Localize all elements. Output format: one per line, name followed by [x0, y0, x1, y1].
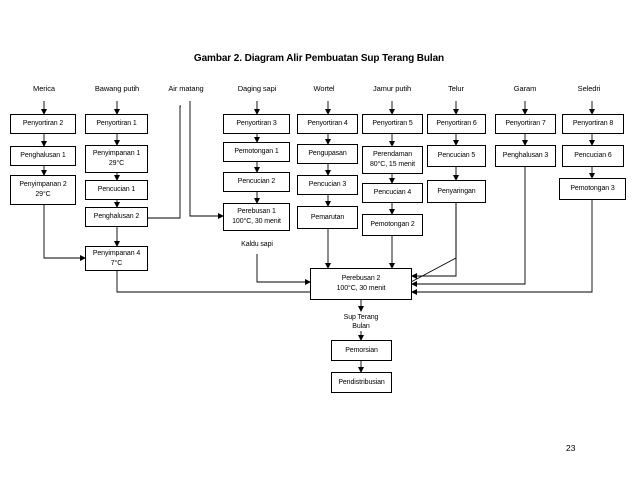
step-perebusan-2-line2: 100°C, 30 menit — [336, 285, 386, 292]
step-pencucian-6: Pencucian 6 — [562, 145, 624, 167]
step-perendaman-line2: 80°C, 15 menit — [370, 161, 415, 168]
step-pencucian-4: Pencucian 4 — [362, 183, 423, 203]
step-penghalusan-1: Penghalusan 1 — [10, 146, 76, 166]
step-pencucian-3: Pencucian 3 — [297, 175, 358, 195]
step-pemotongan-2: Pemotongan 2 — [362, 214, 423, 236]
step-penyortiran-5-label: Penyortiran 5 — [372, 120, 413, 127]
step-penghalusan-3: Penghalusan 3 — [495, 145, 556, 167]
step-perendaman-line1: Perendaman — [372, 151, 413, 158]
step-penyortiran-6: Penyortiran 6 — [427, 114, 486, 134]
step-penghalusan-2-label: Penghalusan 2 — [93, 213, 140, 220]
step-pencucian-5: Pencucian 5 — [427, 145, 486, 167]
step-pencucian-6-label: Pencucian 6 — [574, 152, 612, 159]
ingredient-seledri: Seledri — [577, 84, 601, 93]
step-penyimpanan-4-line2: 7°C — [110, 259, 123, 267]
step-pemotongan-3: Pemotongan 3 — [559, 178, 626, 200]
step-penyimpanan-1: Penyimpanan 1 29°C — [85, 145, 148, 173]
page-number: 23 — [566, 443, 576, 453]
step-pemorsian-label: Pemorsian — [345, 346, 378, 354]
step-penyortiran-8: Penyortiran 8 — [562, 114, 624, 134]
ingredient-daging-sapi: Daging sapi — [237, 84, 277, 93]
step-pencucian-2-label: Pencucian 2 — [237, 178, 276, 185]
step-penyortiran-2: Penyortiran 2 — [10, 114, 76, 134]
kaldu-sapi-label: Kaldu sapi — [241, 241, 273, 248]
step-pemarutan-label: Pemarutan — [310, 213, 345, 221]
step-penyimpanan-1-line2: 29°C — [108, 160, 125, 167]
step-penyortiran-3-label: Penyortiran 3 — [236, 120, 277, 127]
step-penghalusan-2: Penghalusan 2 — [85, 207, 148, 227]
step-penyortiran-4: Penyortiran 4 — [297, 114, 358, 134]
step-pencucian-4-label: Pencucian 4 — [373, 189, 412, 196]
step-pencucian-2: Pencucian 2 — [223, 172, 290, 192]
step-pemarutan: Pemarutan — [297, 206, 358, 229]
ingredient-merica: Merica — [33, 84, 55, 93]
ingredient-garam: Garam — [513, 84, 537, 93]
step-pencucian-1: Pencucian 1 — [85, 180, 148, 200]
ingredient-wortel: Wortel — [313, 84, 335, 93]
step-penyortiran-5: Penyortiran 5 — [362, 114, 423, 134]
step-penyortiran-7-label: Penyortiran 7 — [505, 120, 546, 127]
step-pemotongan-3-label: Pemotongan 3 — [570, 185, 615, 192]
ingredient-telur: Telur — [448, 84, 464, 93]
ingredient-bawang-putih: Bawang putih — [94, 84, 140, 93]
step-pengupasan-label: Pengupasan — [308, 150, 347, 157]
step-perebusan-2-line1: Perebusan 2 — [341, 275, 381, 282]
step-pencucian-5-label: Pencucian 5 — [437, 152, 476, 159]
step-perebusan-1-line1: Perebusan 1 — [237, 208, 276, 215]
step-penyimpanan-1-line1: Penyimpanan 1 — [92, 150, 141, 157]
step-perebusan-1-line2: 100°C, 30 menit — [232, 218, 281, 225]
step-pengupasan: Pengupasan — [297, 144, 358, 164]
step-penyimpanan-2-line1: Penyimpanan 2 — [19, 181, 67, 188]
step-pendistribusian: Pendistribusian — [331, 372, 392, 393]
step-pendistribusian-label: Pendistribusian — [338, 378, 385, 386]
step-pemorsian: Pemorsian — [331, 340, 392, 361]
step-perebusan-1: Perebusan 1 100°C, 30 menit — [223, 203, 290, 231]
sup-terang-bulan-line2: Bulan — [352, 323, 370, 330]
ingredient-jamur-putih: Jamur putih — [372, 84, 412, 93]
step-penyortiran-2-label: Penyortiran 2 — [22, 120, 64, 127]
step-pencucian-1-label: Pencucian 1 — [97, 186, 136, 193]
step-penyaringan-label: Penyaringan — [437, 187, 476, 195]
step-pencucian-3-label: Pencucian 3 — [308, 181, 347, 188]
step-penyimpanan-4-line1: Penyimpanan 4 — [92, 249, 141, 257]
step-penghalusan-1-label: Penghalusan 1 — [20, 152, 66, 159]
step-pemotongan-1-label: Pemotongan 1 — [234, 148, 279, 155]
step-penyimpanan-4: Penyimpanan 4 7°C — [85, 246, 148, 271]
step-penyortiran-1: Penyortiran 1 — [85, 114, 148, 134]
step-perebusan-2: Perebusan 2 100°C, 30 menit — [310, 268, 412, 300]
step-penyortiran-3: Penyortiran 3 — [223, 114, 290, 134]
diagram-title: Gambar 2. Diagram Alir Pembuatan Sup Ter… — [193, 53, 445, 64]
step-penyortiran-7: Penyortiran 7 — [495, 114, 556, 134]
step-penyortiran-4-label: Penyortiran 4 — [307, 120, 348, 127]
step-penyortiran-6-label: Penyortiran 6 — [436, 120, 477, 127]
step-penyortiran-1-label: Penyortiran 1 — [96, 120, 137, 127]
ingredient-air-matang: Air matang — [168, 84, 204, 93]
sup-terang-bulan-line1: Sup Terang — [343, 314, 379, 321]
step-penghalusan-3-label: Penghalusan 3 — [502, 152, 549, 159]
step-penyimpanan-2: Penyimpanan 2 29°C — [10, 175, 76, 205]
step-pemotongan-2-label: Pemotongan 2 — [370, 221, 415, 228]
step-pemotongan-1: Pemotongan 1 — [223, 142, 290, 162]
step-penyimpanan-2-line2: 29°C — [35, 191, 51, 198]
step-penyortiran-8-label: Penyortiran 8 — [572, 120, 614, 127]
step-perendaman: Perendaman 80°C, 15 menit — [362, 146, 423, 174]
step-penyaringan: Penyaringan — [427, 180, 486, 203]
